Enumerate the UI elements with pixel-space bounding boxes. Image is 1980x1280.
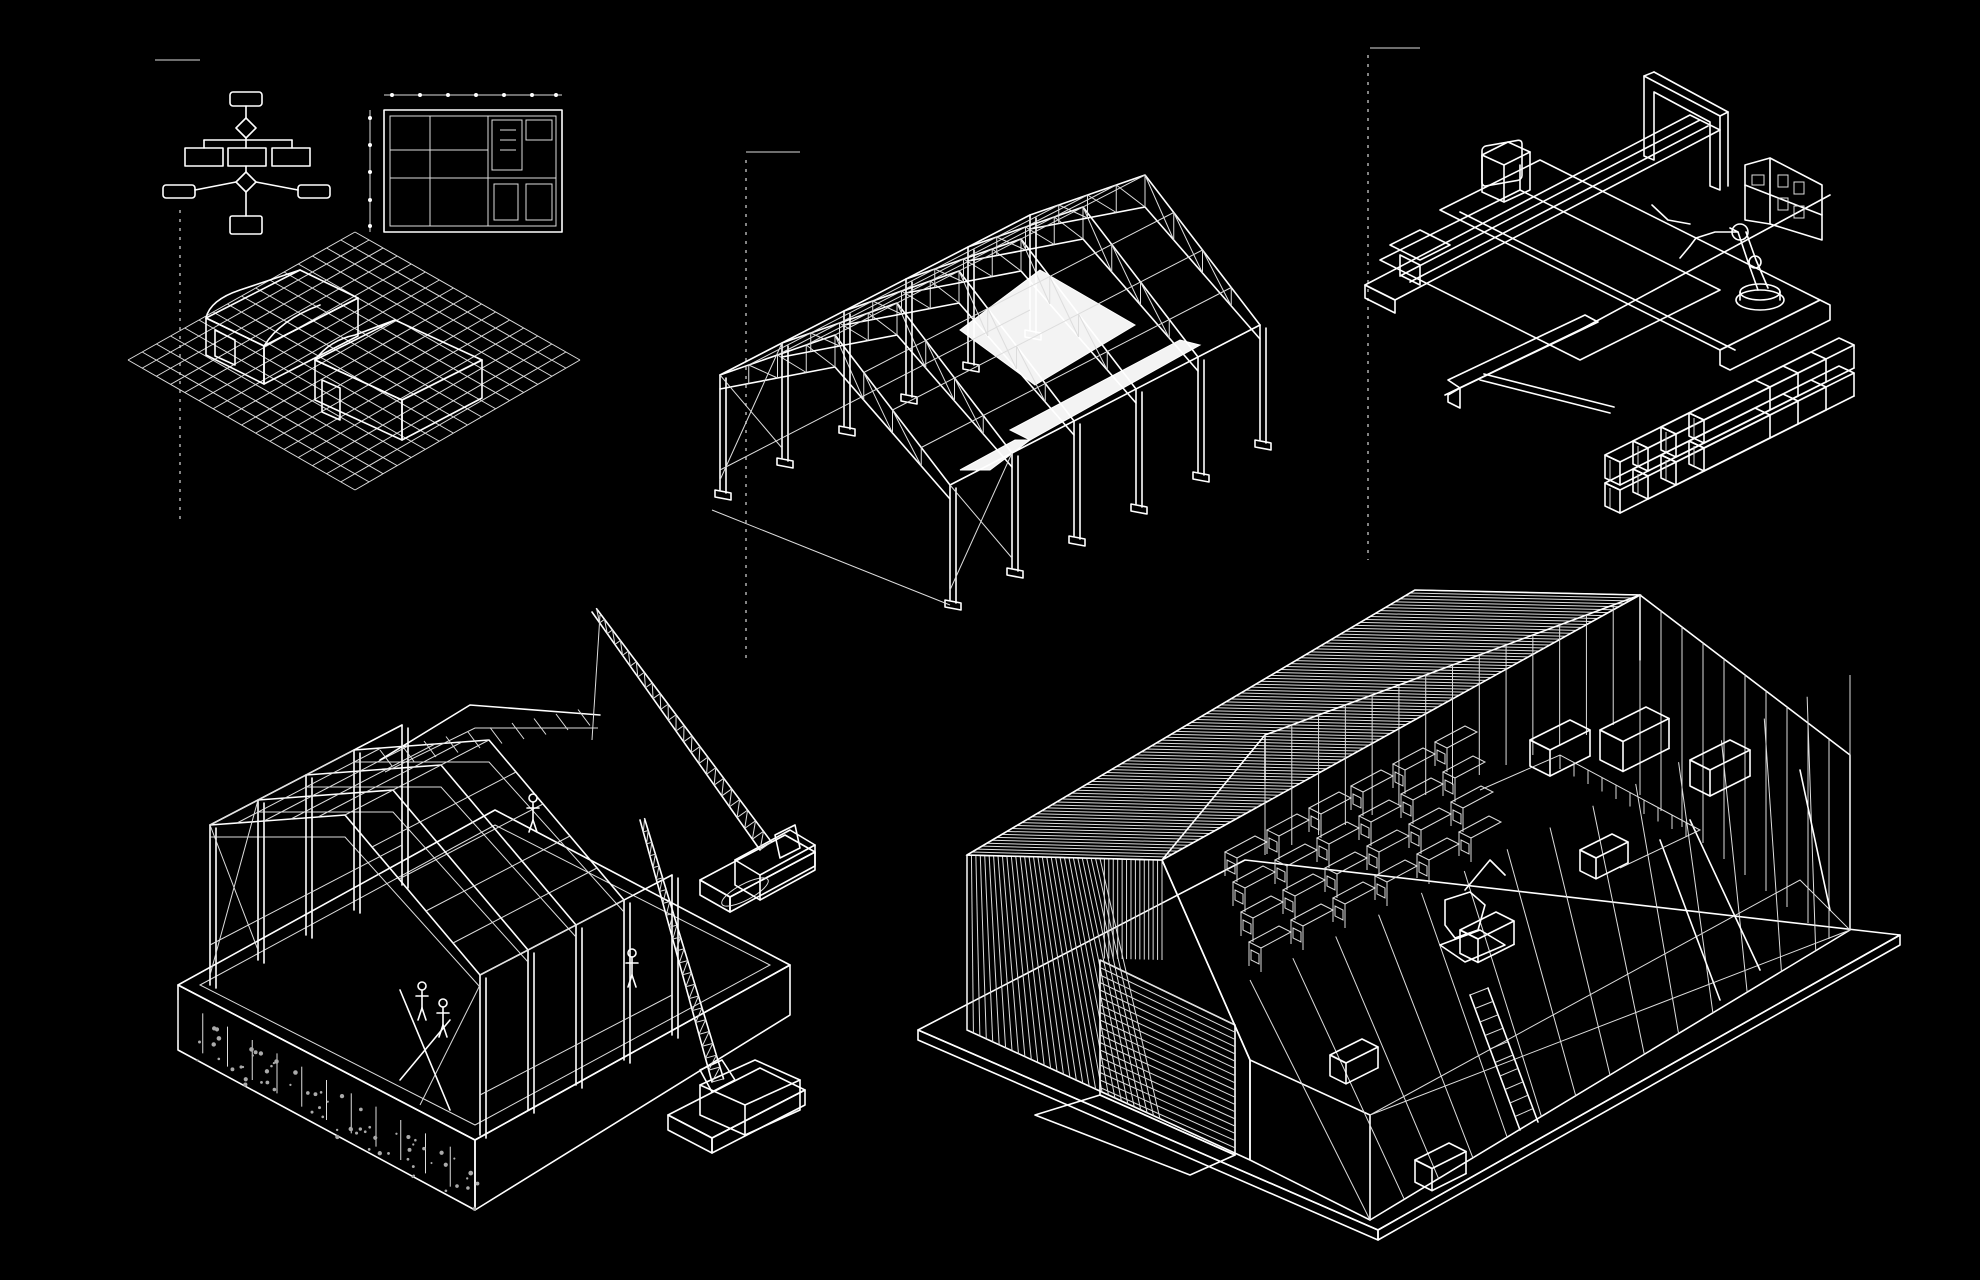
floor-slab-light-2 — [960, 440, 1030, 470]
fabrication-panel — [1365, 48, 1854, 560]
flowchart-icon — [163, 92, 330, 234]
control-cabinet-icon — [1745, 158, 1822, 240]
floor-plan-icon — [368, 93, 562, 232]
corrugated-side-wall — [967, 855, 1250, 1160]
foundation-slab — [178, 810, 790, 1211]
roll-up-door — [1035, 960, 1235, 1175]
gantry-frame-icon — [1644, 72, 1728, 190]
robot-arm-icon — [1652, 205, 1784, 310]
cnc-bed-icon — [1365, 115, 1830, 370]
steel-frame-under-construction — [210, 705, 678, 1138]
cnc-head-icon — [1482, 142, 1530, 202]
roof-skylight — [960, 270, 1135, 385]
steel-profiles-icon — [1445, 315, 1614, 413]
ground-plate-edge — [918, 1030, 1378, 1240]
site-grid — [128, 232, 580, 490]
corrugated-roof — [967, 590, 1640, 860]
crane-icon — [592, 609, 815, 912]
steel-frame-panel — [712, 152, 1271, 660]
site-planning-panel — [128, 60, 580, 520]
worker-figures — [416, 794, 638, 1037]
steel-bundle-icon — [1605, 338, 1854, 513]
completed-building-panel — [918, 590, 1900, 1240]
erection-panel — [178, 609, 815, 1211]
truss-icon — [712, 175, 1271, 610]
